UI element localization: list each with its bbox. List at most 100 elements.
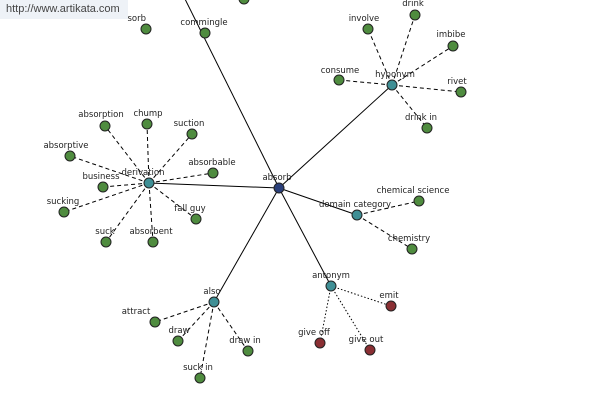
edge-hyponym-to-drink: [391, 14, 416, 86]
word-node-draw[interactable]: [172, 335, 184, 347]
word-node-suction[interactable]: [186, 128, 198, 140]
edge-also-to-attract: [154, 301, 215, 323]
edge-domain-category-to-chemical-science: [356, 200, 420, 216]
word-node-emit[interactable]: [385, 300, 397, 312]
graph-nodes: [58, 0, 467, 384]
edge-derivation-to-absorbable: [148, 172, 214, 184]
word-label-give-out[interactable]: give out: [349, 335, 384, 345]
edge-hyponym-to-involve: [367, 28, 393, 86]
edge-hyponym-to-rivet: [391, 84, 462, 93]
word-label-chemistry[interactable]: chemistry: [388, 234, 430, 244]
word-node-chump[interactable]: [141, 118, 153, 130]
word-label-rivet[interactable]: rivet: [447, 77, 467, 87]
word-label-absorbable[interactable]: absorbable: [188, 158, 235, 168]
edge-absorb-to-hyponym: [278, 84, 393, 189]
word-label-drink[interactable]: drink: [402, 0, 424, 9]
word-node-give-off[interactable]: [314, 337, 326, 349]
word-node-give-out[interactable]: [364, 344, 376, 356]
word-label-imbibe[interactable]: imbibe: [436, 30, 465, 40]
word-node-attract[interactable]: [149, 316, 161, 328]
edge-absorb-to-domain-category: [278, 187, 358, 216]
category-node-derivation[interactable]: [143, 177, 155, 189]
word-label-draw[interactable]: draw: [168, 326, 189, 336]
word-node-business[interactable]: [97, 181, 109, 193]
category-node-also[interactable]: [208, 296, 220, 308]
category-label-antonym[interactable]: antonym: [312, 271, 350, 281]
edge-derivation-to-suction: [148, 133, 193, 184]
word-label-suction[interactable]: suction: [174, 119, 205, 129]
word-node-absorbent[interactable]: [147, 236, 159, 248]
word-node-commingle[interactable]: [199, 27, 211, 39]
word-label-sorb[interactable]: sorb: [127, 14, 146, 24]
edge-antonym-to-give-off: [319, 285, 332, 344]
word-node-involve[interactable]: [362, 23, 374, 35]
category-node-hyponym[interactable]: [386, 79, 398, 91]
word-node-chemistry[interactable]: [406, 243, 418, 255]
word-node-fall-guy[interactable]: [190, 213, 202, 225]
word-label-consume[interactable]: consume: [321, 66, 360, 76]
word-label-absorbent[interactable]: absorbent: [129, 227, 173, 237]
word-label-sucking[interactable]: sucking: [47, 197, 80, 207]
center-node-absorb[interactable]: [273, 182, 285, 194]
word-label-chemical-science[interactable]: chemical science: [377, 186, 450, 196]
edge-hyponym-to-consume: [338, 79, 393, 86]
edge-absorb-to-derivation: [148, 182, 280, 189]
category-node-antonym[interactable]: [325, 280, 337, 292]
word-label-business[interactable]: business: [82, 172, 120, 182]
edge-domain-category-to-chemistry: [356, 214, 413, 250]
word-node-drink-in[interactable]: [421, 122, 433, 134]
word-label-emit[interactable]: emit: [379, 291, 399, 301]
category-label-domain-category[interactable]: domain category: [319, 200, 391, 210]
word-label-fall-guy[interactable]: fall guy: [174, 204, 205, 214]
category-label-derivation[interactable]: derivation: [121, 168, 164, 178]
word-node-offscreen[interactable]: [238, 0, 250, 5]
word-node-absorption[interactable]: [99, 120, 111, 132]
edge-derivation-to-fall-guy: [148, 182, 197, 220]
edge-derivation-to-absorption: [104, 125, 150, 184]
site-url-watermark[interactable]: http://www.artikata.com: [0, 0, 128, 19]
word-node-absorbable[interactable]: [207, 167, 219, 179]
graph-edges: [63, 0, 462, 379]
edge-also-to-draw: [177, 301, 215, 342]
edge-derivation-to-absorbent: [148, 182, 154, 243]
edge-also-to-suck-in: [199, 301, 215, 379]
word-node-sorb[interactable]: [140, 23, 152, 35]
word-label-absorptive[interactable]: absorptive: [43, 141, 88, 151]
edge-absorb-to-antonym: [278, 187, 332, 287]
word-label-involve[interactable]: involve: [349, 14, 380, 24]
word-node-suck[interactable]: [100, 236, 112, 248]
word-node-rivet[interactable]: [455, 86, 467, 98]
edge-also-to-draw-in: [213, 301, 249, 352]
edge-derivation-to-sucking: [63, 182, 150, 213]
graph-labels: sorb commingle involve drink imbibe consume ri…: [43, 0, 467, 373]
category-label-also[interactable]: also: [203, 287, 220, 297]
word-label-draw-in[interactable]: draw in: [229, 336, 261, 346]
word-node-sucking[interactable]: [58, 206, 70, 218]
word-node-suck-in[interactable]: [194, 372, 206, 384]
center-label-absorb[interactable]: absorb: [262, 173, 291, 183]
word-label-chump[interactable]: chump: [133, 109, 162, 119]
edge-derivation-to-business: [102, 182, 150, 188]
word-node-consume[interactable]: [333, 74, 345, 86]
word-label-drink-in[interactable]: drink in: [405, 113, 437, 123]
word-node-chemical-science[interactable]: [413, 195, 425, 207]
word-label-attract[interactable]: attract: [122, 307, 151, 317]
edge-hyponym-to-imbibe: [391, 45, 454, 86]
word-label-suck-in[interactable]: suck in: [183, 363, 213, 373]
edge-absorb-to-also: [213, 187, 280, 303]
word-label-absorption[interactable]: absorption: [78, 110, 123, 120]
word-node-absorptive[interactable]: [64, 150, 76, 162]
word-node-imbibe[interactable]: [447, 40, 459, 52]
word-label-commingle[interactable]: commingle: [180, 18, 227, 28]
edge-derivation-to-chump: [146, 123, 150, 184]
edge-hyponym-to-drink-in: [391, 84, 428, 129]
category-label-hyponym[interactable]: hyponym: [375, 70, 415, 80]
word-label-suck[interactable]: suck: [95, 227, 114, 237]
category-node-domain-category[interactable]: [351, 209, 363, 221]
word-label-give-off[interactable]: give off: [298, 328, 331, 338]
word-node-draw-in[interactable]: [242, 345, 254, 357]
word-node-drink[interactable]: [409, 9, 421, 21]
edge-absorb-to-offscreen: [184, 0, 280, 189]
edge-antonym-to-emit: [330, 285, 392, 307]
